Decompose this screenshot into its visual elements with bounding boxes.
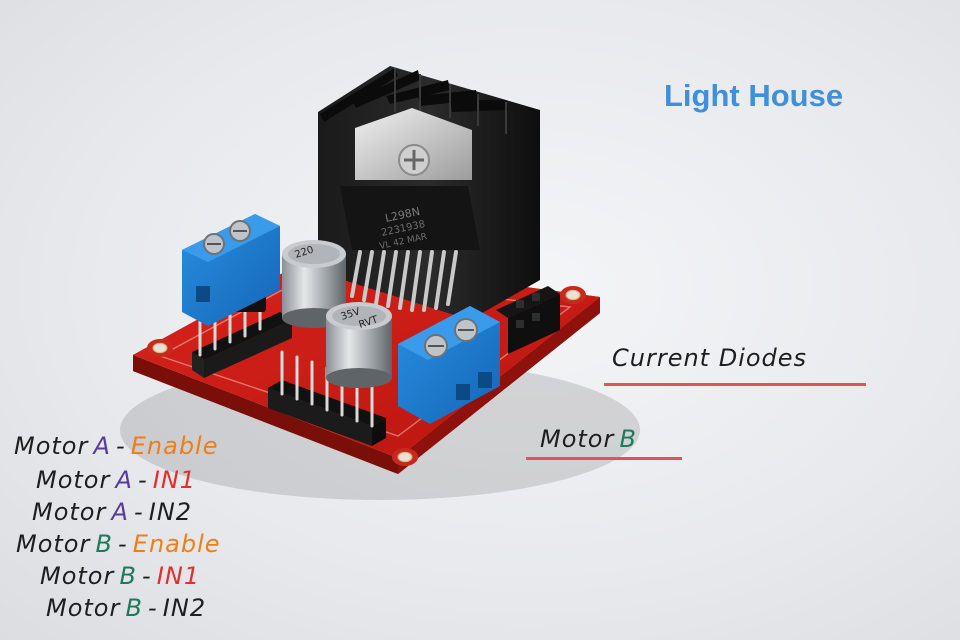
- legend-motor: Motor: [40, 562, 115, 590]
- legend-row: Motor A - Enable: [14, 432, 218, 460]
- legend-letter: B: [125, 594, 143, 622]
- legend-pin: IN2: [148, 498, 193, 526]
- legend-sep: -: [148, 594, 158, 622]
- motor-b-underline: [526, 457, 682, 460]
- legend-sep: -: [118, 530, 128, 558]
- legend-motor: Motor: [46, 594, 121, 622]
- legend-letter: B: [95, 530, 113, 558]
- legend-letter: A: [115, 466, 133, 494]
- legend-sep: -: [115, 432, 126, 460]
- motor-b-word: Motor: [540, 425, 615, 453]
- legend-row: Motor B - IN1: [40, 562, 200, 590]
- legend-motor: Motor: [16, 530, 91, 558]
- motor-b-label: Motor B: [540, 425, 637, 453]
- motor-b-letter: B: [619, 425, 637, 453]
- legend-motor: Motor: [14, 432, 89, 460]
- legend-letter: B: [119, 562, 137, 590]
- legend-sep: -: [137, 466, 148, 494]
- legend-letter: A: [111, 498, 129, 526]
- legend-row: Motor B - Enable: [16, 530, 221, 558]
- legend-pin: Enable: [130, 432, 219, 460]
- legend-pin: Enable: [132, 530, 221, 558]
- legend-pin: IN1: [156, 562, 201, 590]
- legend-pin: IN1: [152, 466, 197, 494]
- legend-pin: IN2: [162, 594, 207, 622]
- brand-watermark: Light House: [664, 78, 844, 113]
- current-diodes-underline: [604, 383, 866, 386]
- legend-row: Motor A - IN2: [32, 498, 192, 526]
- legend-row: Motor A - IN1: [36, 466, 196, 494]
- legend-letter: A: [93, 432, 111, 460]
- legend-row: Motor B - IN2: [46, 594, 206, 622]
- current-diodes-label: Current Diodes: [612, 344, 808, 372]
- legend-motor: Motor: [32, 498, 107, 526]
- legend-motor: Motor: [36, 466, 111, 494]
- legend-sep: -: [133, 498, 144, 526]
- legend-sep: -: [142, 562, 152, 590]
